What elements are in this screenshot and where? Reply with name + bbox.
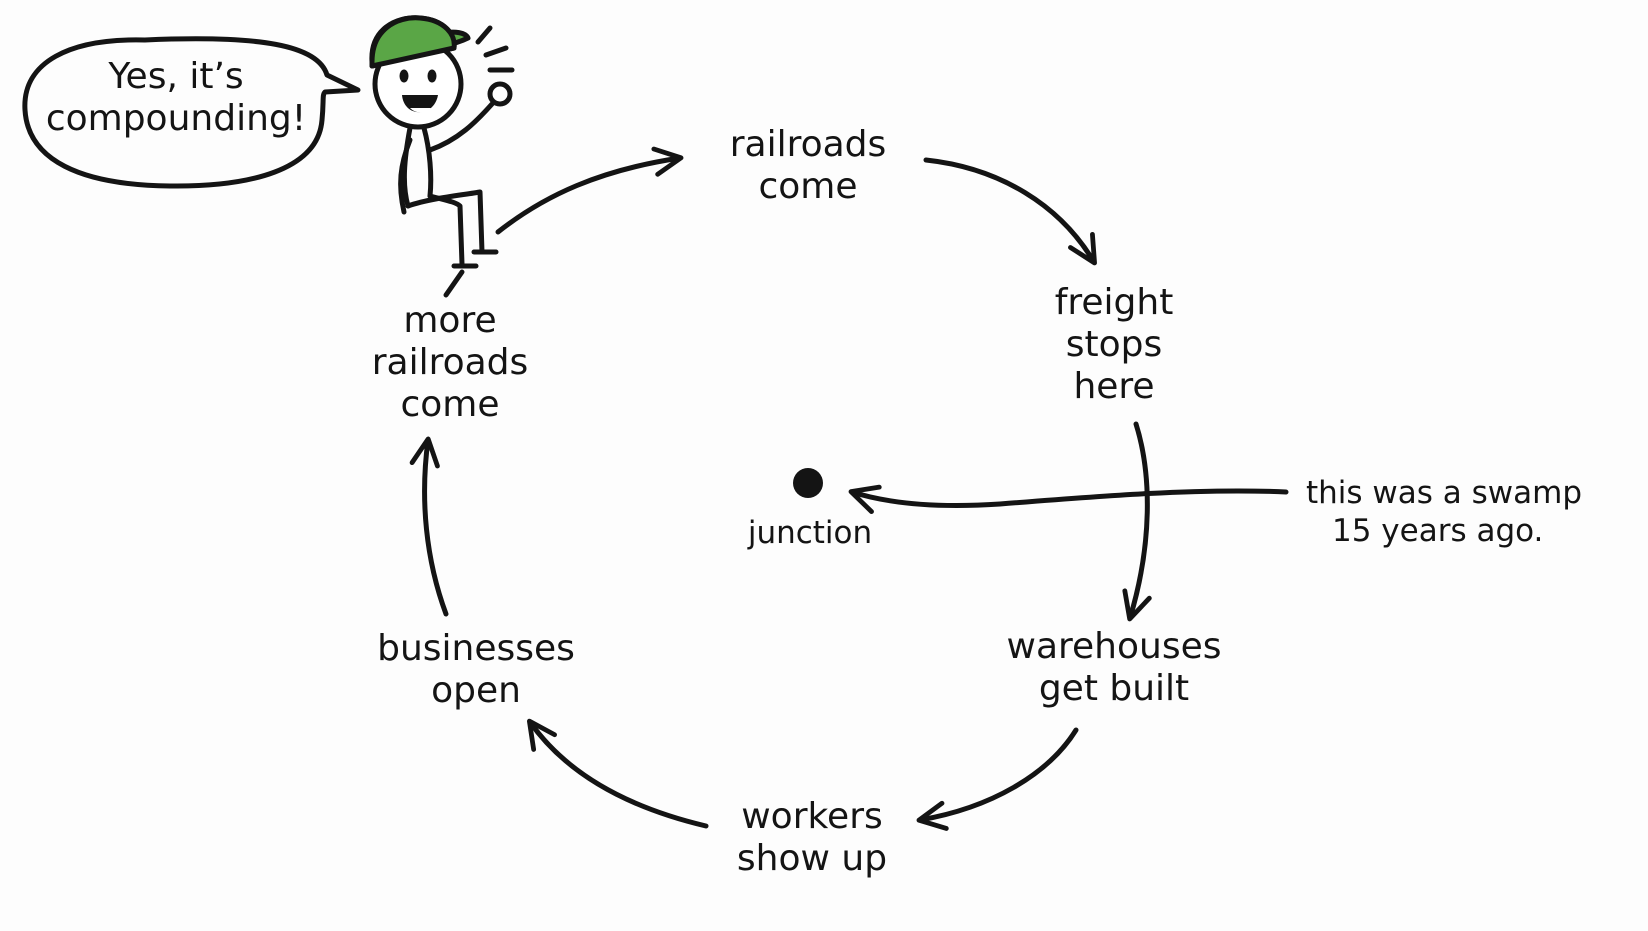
node-workers-show-up: workers show up (737, 796, 887, 880)
node-freight-stops-here: freight stops here (1055, 282, 1174, 408)
node-line: businesses (377, 628, 575, 669)
node-more-railroads-come: more railroads come (372, 300, 529, 426)
arrow-businesses-to-more-railroads (409, 436, 449, 617)
junction-label: junction (747, 515, 873, 551)
annotation-arrow (848, 484, 1289, 514)
node-line: freight (1054, 282, 1174, 323)
speech-bubble-line-2: compounding! (45, 98, 307, 139)
node-line: show up (736, 838, 888, 879)
node-line: get built (1038, 668, 1190, 709)
arrow-railroads-to-freight (923, 157, 1097, 266)
node-line: warehouses (1006, 626, 1222, 667)
stick-figure (369, 15, 515, 269)
node-line: come (400, 384, 500, 425)
node-line: more (403, 300, 497, 341)
node-line: open (431, 670, 521, 711)
node-line: workers (741, 796, 883, 837)
cycle-arrows (409, 146, 1152, 831)
node-line: railroads (371, 342, 529, 383)
swamp-annotation: this was a swamp 15 years ago. (1306, 474, 1582, 550)
arrow-warehouses-to-workers (916, 727, 1079, 831)
node-line: stops (1065, 324, 1163, 365)
connector-more-railroads-to-figure (443, 269, 465, 298)
junction-dot (793, 468, 823, 498)
node-line: here (1073, 366, 1155, 407)
node-line: railroads (729, 124, 887, 165)
node-line: come (758, 166, 858, 207)
arrow-more-railroads-to-railroads (495, 146, 684, 235)
speech-bubble-line-1: Yes, it’s (108, 56, 244, 97)
speech-bubble-text: Yes, it’s compounding! (46, 56, 306, 140)
node-businesses-open: businesses open (377, 628, 575, 712)
speech-bubble (22, 36, 361, 189)
annotation-line-2: 15 years ago. (1332, 513, 1544, 549)
arrow-freight-to-warehouses (1122, 421, 1152, 622)
arrow-workers-to-businesses (526, 718, 709, 829)
node-railroads-come: railroads come (730, 124, 887, 208)
node-warehouses-get-built: warehouses get built (1007, 626, 1222, 710)
annotation-line-1: this was a swamp (1306, 475, 1583, 511)
